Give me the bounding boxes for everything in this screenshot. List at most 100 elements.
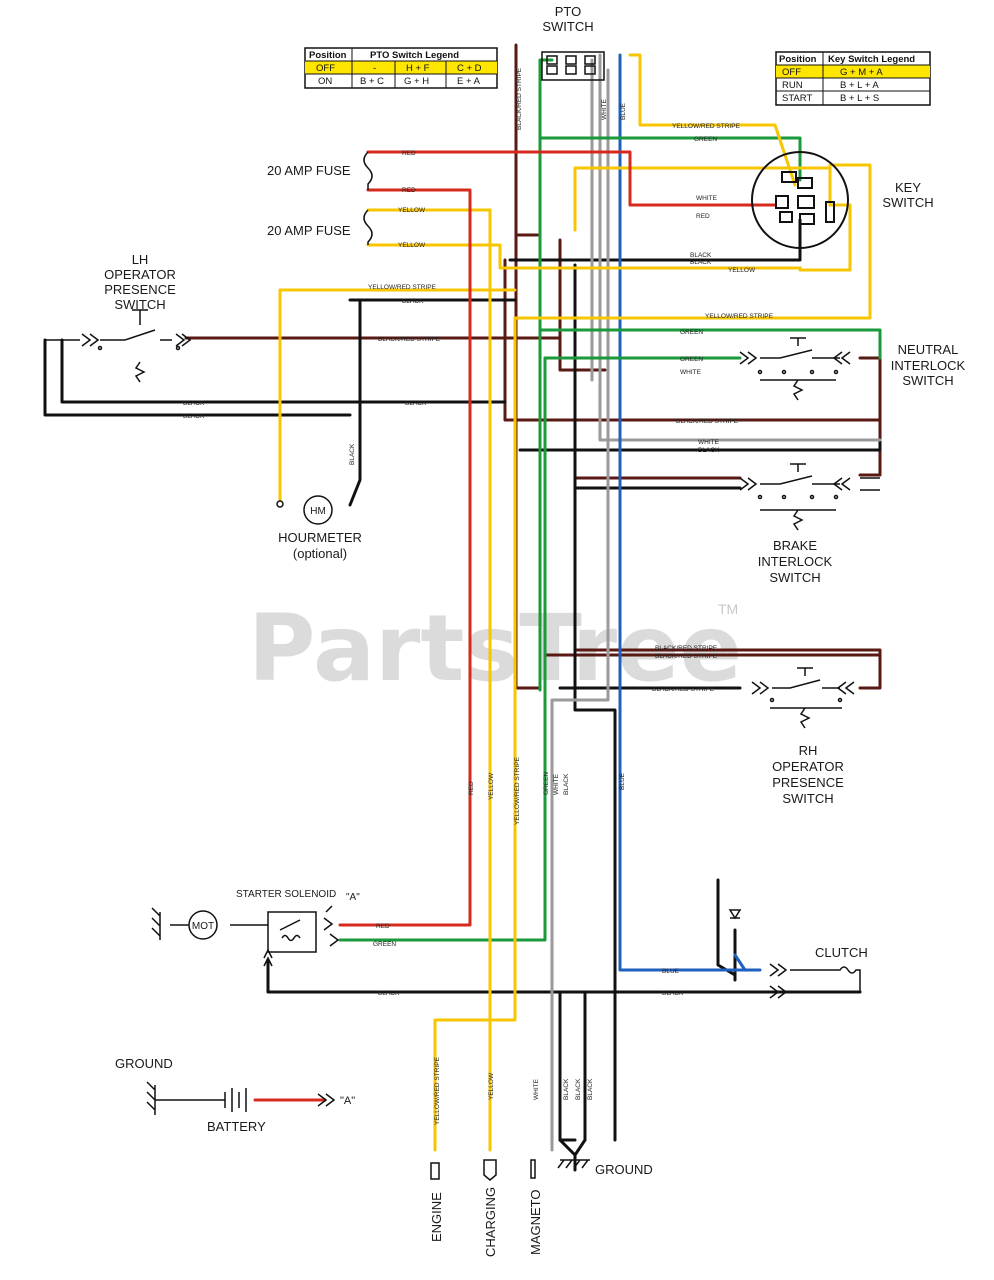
rh-ops-label-2: OPERATOR	[772, 759, 844, 774]
brake-label-2: INTERLOCK	[758, 554, 833, 569]
svg-text:B + L + S: B + L + S	[840, 93, 879, 104]
key-switch	[751, 151, 849, 249]
battery-label: BATTERY	[207, 1119, 266, 1134]
wire-label-blue-v: BLUE	[620, 102, 627, 120]
wire-label-yellow-v: YELLOW	[488, 1072, 495, 1100]
wire-label-yellow-red-v: YELLOW/RED STRIPE	[514, 756, 521, 825]
svg-text:E + A: E + A	[457, 76, 481, 87]
lh-ops-label-1: LH	[132, 252, 149, 267]
wire-label-black-v: BLACK	[587, 1078, 594, 1100]
wire-red	[253, 150, 777, 1102]
rh-ops-label-1: RH	[799, 743, 818, 758]
wire-label-black-red: BLACK/RED STRIPE	[655, 653, 718, 660]
charging-connector	[483, 1159, 497, 1181]
charging-label: CHARGING	[483, 1187, 498, 1257]
wire-label-black: BLACK	[378, 990, 400, 997]
wire-label-black-v: BLACK	[349, 443, 356, 465]
wire-label-red: RED	[376, 923, 390, 930]
clutch-icon	[728, 909, 861, 999]
watermark-tm: TM	[718, 601, 738, 617]
ground-icon	[146, 1081, 590, 1169]
svg-text:START: START	[782, 93, 812, 104]
key-switch-label: KEY	[895, 180, 921, 195]
pto-switch	[541, 51, 605, 81]
svg-text:Position: Position	[779, 54, 817, 65]
wire-label-yellow-red: YELLOW/RED STRIPE	[368, 284, 437, 291]
ground-label-1: GROUND	[115, 1056, 173, 1071]
svg-text:H + F: H + F	[406, 63, 430, 74]
wire-label-black: BLACK	[402, 298, 424, 305]
fuse-2-label: 20 AMP FUSE	[267, 223, 351, 238]
key-switch-legend: Position Key Switch Legend OFF G + M + A…	[775, 51, 931, 106]
wire-label-green: GREEN	[373, 941, 396, 948]
battery-icon	[224, 1088, 336, 1112]
wire-label-yellow: YELLOW	[728, 267, 756, 274]
wire-black-red-stripe	[184, 43, 882, 690]
clutch-label: CLUTCH	[815, 945, 868, 960]
hourmeter-icon: HM	[276, 495, 333, 525]
wire-label-black: BLACK	[405, 400, 427, 407]
wire-label-red: RED	[696, 213, 710, 220]
brake-label-1: BRAKE	[773, 538, 817, 553]
wire-label-yellow: YELLOW	[398, 207, 426, 214]
fuse-icon	[363, 151, 373, 245]
neutral-label-3: SWITCH	[902, 373, 953, 388]
wire-label-black: BLACK	[183, 400, 205, 407]
wire-label-black-red: BLACK/RED STRIPE	[652, 686, 715, 693]
wire-label-blue: BLUE	[662, 968, 680, 975]
wire-label-black-v: BLACK	[563, 1078, 570, 1100]
magneto-label: MAGNETO	[528, 1190, 543, 1256]
pto-switch-label: PTO	[555, 4, 582, 19]
point-a-label-1: "A"	[346, 892, 360, 903]
svg-text:OFF: OFF	[782, 67, 801, 78]
rh-ops-label-4: SWITCH	[782, 791, 833, 806]
wire-label-black-red-v: BLACK/RED STRIPE	[516, 67, 523, 130]
rh-ops-label-3: PRESENCE	[772, 775, 844, 790]
svg-text:C + D: C + D	[457, 63, 482, 74]
wire-label-black-v: BLACK	[563, 773, 570, 795]
wire-label-black-red: BLACK/RED STRIPE	[655, 645, 718, 652]
wire-label-black-v: BLACK	[575, 1078, 582, 1100]
fuse-1-label: 20 AMP FUSE	[267, 163, 351, 178]
magneto-connector	[530, 1159, 536, 1179]
wire-label-yellow: YELLOW	[398, 242, 426, 249]
wire-label-white: WHITE	[698, 439, 720, 446]
svg-text:G + H: G + H	[404, 76, 429, 87]
svg-text:Key Switch Legend: Key Switch Legend	[828, 54, 915, 65]
wire-label-green: GREEN	[694, 136, 717, 143]
wire-label-white: WHITE	[696, 195, 718, 202]
hourmeter-symbol: HM	[310, 506, 326, 517]
lh-ops-label-4: SWITCH	[114, 297, 165, 312]
neutral-interlock-switch	[739, 337, 851, 401]
svg-text:B + L + A: B + L + A	[840, 80, 879, 91]
key-switch-label-2: SWITCH	[882, 195, 933, 210]
starter-solenoid-icon	[151, 905, 340, 967]
engine-label: ENGINE	[429, 1192, 444, 1242]
brake-interlock-switch	[739, 463, 880, 531]
wire-blue	[618, 53, 762, 972]
wire-label-yellow-red-v: YELLOW/RED STRIPE	[434, 1056, 441, 1125]
wire-label-black: BLACK	[183, 413, 205, 420]
motor-symbol: MOT	[192, 921, 214, 932]
svg-text:-: -	[373, 63, 376, 74]
wire-yellow	[278, 53, 872, 1152]
starter-solenoid-label: STARTER SOLENOID	[236, 889, 336, 900]
wire-label-yellow-v: YELLOW	[488, 772, 495, 800]
wire-label-black-red: BLACK/RED STRIPE	[676, 418, 739, 425]
lh-operator-switch	[45, 309, 192, 383]
wire-label-blue-v: BLUE	[619, 772, 626, 790]
wire-label-red-v: RED	[468, 781, 475, 795]
hourmeter-optional: (optional)	[293, 546, 347, 561]
wire-label-white-v: WHITE	[553, 773, 560, 795]
wire-label-yellow-red: YELLOW/RED STRIPE	[705, 313, 774, 320]
svg-text:OFF: OFF	[316, 63, 335, 74]
wire-label-black: BLACK	[690, 252, 712, 259]
wire-label-black: BLACK	[698, 447, 720, 454]
wire-label-green-v: GREEN	[543, 772, 550, 795]
wire-label-green: GREEN	[680, 329, 703, 336]
wire-label-green: GREEN	[680, 356, 703, 363]
svg-text:ON: ON	[318, 76, 332, 87]
hourmeter-label: HOURMETER	[278, 530, 362, 545]
svg-text:RUN: RUN	[782, 80, 803, 91]
wire-green	[338, 58, 882, 942]
